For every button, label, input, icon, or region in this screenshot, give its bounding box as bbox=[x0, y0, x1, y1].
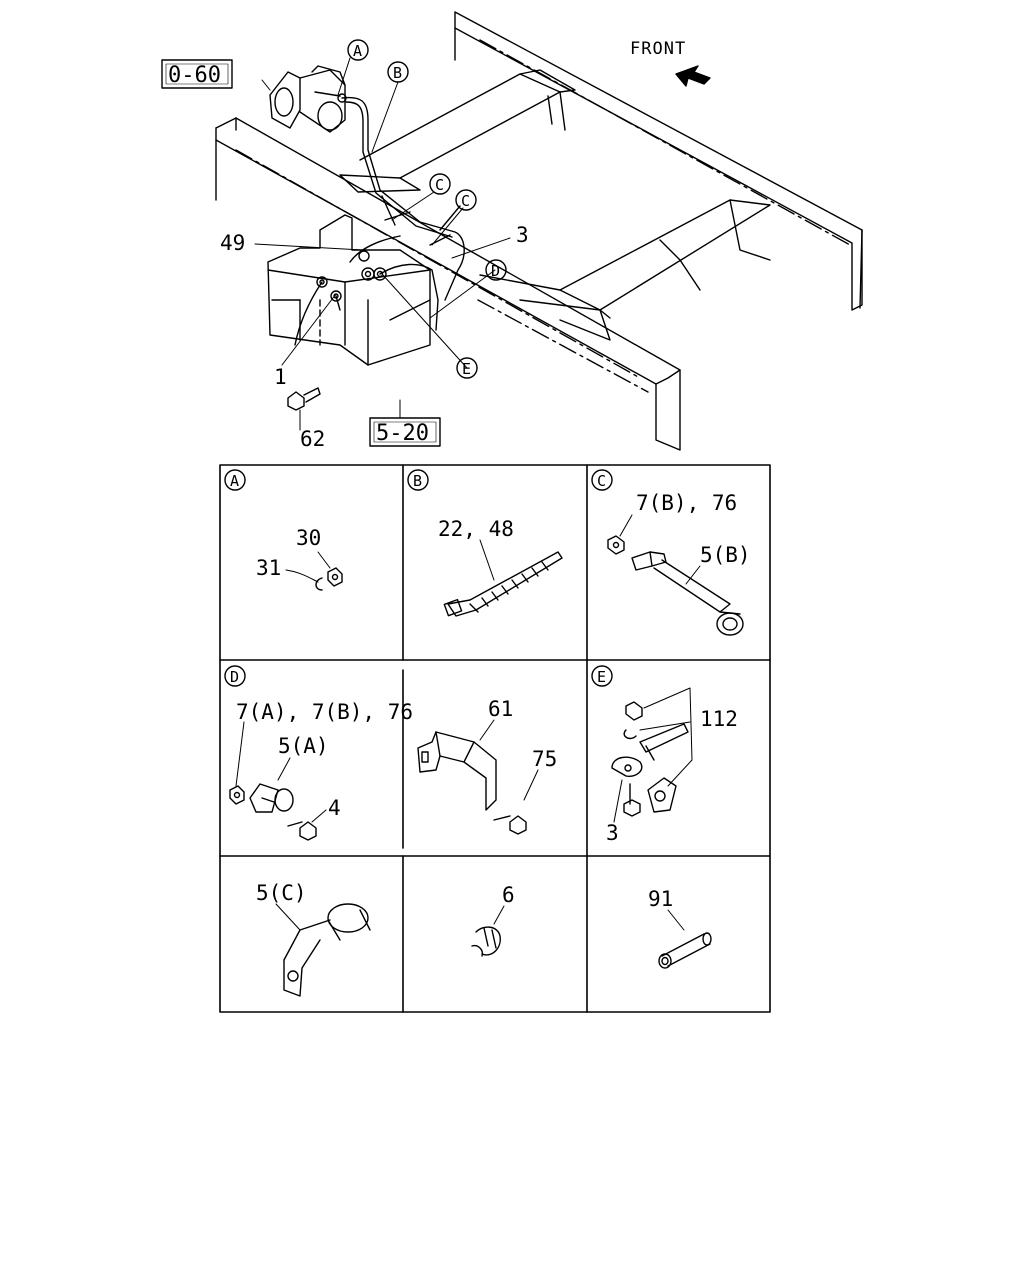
callout-b: B bbox=[387, 61, 409, 83]
panel-d-label-7a-7b-76: 7(A), 7(B), 76 bbox=[236, 700, 413, 724]
svg-text:A: A bbox=[353, 42, 362, 60]
nut-icon bbox=[607, 535, 625, 555]
panel-d-letter: D bbox=[224, 665, 246, 687]
svg-text:D: D bbox=[230, 668, 239, 686]
panel-bracket-label-61: 61 bbox=[488, 697, 513, 721]
panel-c-label-5b: 5(B) bbox=[700, 543, 751, 567]
washer-icon bbox=[623, 729, 637, 740]
panel-b-letter: B bbox=[407, 469, 429, 491]
ref-box-0-60: 0-60 bbox=[161, 59, 233, 89]
svg-text:5-20: 5-20 bbox=[376, 421, 429, 446]
battery-box bbox=[267, 214, 439, 411]
lock-washer-icon bbox=[315, 577, 323, 591]
bolt-icon bbox=[623, 783, 641, 817]
battery-terminal-icon bbox=[647, 777, 677, 813]
panel-b-label: 22, 48 bbox=[438, 517, 514, 541]
ref-box-5-20: 5-20 bbox=[369, 417, 441, 447]
callout-e: E bbox=[456, 357, 478, 379]
part-label-49: 49 bbox=[220, 231, 245, 255]
panel-6-label: 6 bbox=[502, 883, 515, 907]
front-arrow-icon bbox=[675, 65, 711, 87]
panel-b: B 22, 48 bbox=[407, 469, 563, 617]
callout-c-2: C bbox=[455, 189, 477, 211]
terminal-lug-icon bbox=[611, 723, 689, 777]
panel-c: C 7(B), 76 5(B) bbox=[591, 469, 751, 636]
bolt-icon bbox=[287, 821, 317, 841]
nut-icon bbox=[229, 785, 245, 805]
svg-text:D: D bbox=[491, 262, 500, 280]
detail-grid bbox=[219, 464, 771, 1013]
panel-bracket-label-75: 75 bbox=[532, 747, 557, 771]
callout-a: A bbox=[347, 39, 369, 61]
panel-a-label-31: 31 bbox=[256, 556, 281, 580]
panel-5c-label: 5(C) bbox=[256, 881, 307, 905]
nut-icon bbox=[625, 701, 643, 721]
panel-e-label-3: 3 bbox=[606, 821, 619, 845]
callout-d: D bbox=[485, 259, 507, 281]
clamp-bracket-icon bbox=[631, 551, 744, 636]
bolt-icon bbox=[493, 815, 527, 835]
svg-text:E: E bbox=[597, 668, 606, 686]
bracket-icon bbox=[417, 731, 497, 811]
clamp-icon bbox=[249, 783, 294, 813]
clamp-5c-icon bbox=[283, 903, 371, 997]
panel-bracket: 61 75 bbox=[417, 697, 557, 835]
svg-text:E: E bbox=[462, 360, 471, 378]
svg-text:C: C bbox=[435, 176, 444, 194]
svg-text:C: C bbox=[461, 192, 470, 210]
front-label: FRONT bbox=[630, 39, 686, 59]
part-label-1: 1 bbox=[274, 365, 287, 389]
svg-text:B: B bbox=[413, 472, 422, 490]
panel-e-letter: E bbox=[591, 665, 613, 687]
starter-motor bbox=[269, 65, 347, 133]
svg-text:A: A bbox=[230, 472, 239, 490]
leader-lines bbox=[254, 57, 511, 431]
part-label-3: 3 bbox=[516, 223, 529, 247]
cable-tie-icon bbox=[443, 551, 563, 617]
panel-d-label-4: 4 bbox=[328, 796, 341, 820]
panel-a-label-30: 30 bbox=[296, 526, 321, 550]
sleeve-icon bbox=[658, 932, 712, 969]
panel-91-label: 91 bbox=[648, 887, 673, 911]
panel-5c: 5(C) bbox=[256, 881, 371, 997]
panel-e-label-112: 112 bbox=[700, 707, 738, 731]
panel-91: 91 bbox=[648, 887, 712, 969]
panel-a: A 30 31 bbox=[224, 469, 343, 591]
callout-c-1: C bbox=[429, 173, 451, 195]
panel-d: D 7(A), 7(B), 76 5(A) 4 bbox=[224, 665, 413, 841]
panel-a-letter: A bbox=[224, 469, 246, 491]
chassis-frame bbox=[215, 11, 863, 451]
panel-d-label-5a: 5(A) bbox=[278, 734, 329, 758]
clip-icon bbox=[471, 926, 501, 957]
svg-text:0-60: 0-60 bbox=[168, 63, 221, 88]
svg-text:C: C bbox=[597, 472, 606, 490]
nut-icon bbox=[327, 567, 343, 587]
battery-cable bbox=[341, 96, 465, 301]
panel-e: E 112 3 bbox=[591, 665, 738, 845]
svg-text:B: B bbox=[393, 64, 402, 82]
panel-c-label-7b-76: 7(B), 76 bbox=[636, 491, 737, 515]
panel-6: 6 bbox=[471, 883, 515, 957]
panel-c-letter: C bbox=[591, 469, 613, 491]
part-label-62: 62 bbox=[300, 427, 325, 451]
